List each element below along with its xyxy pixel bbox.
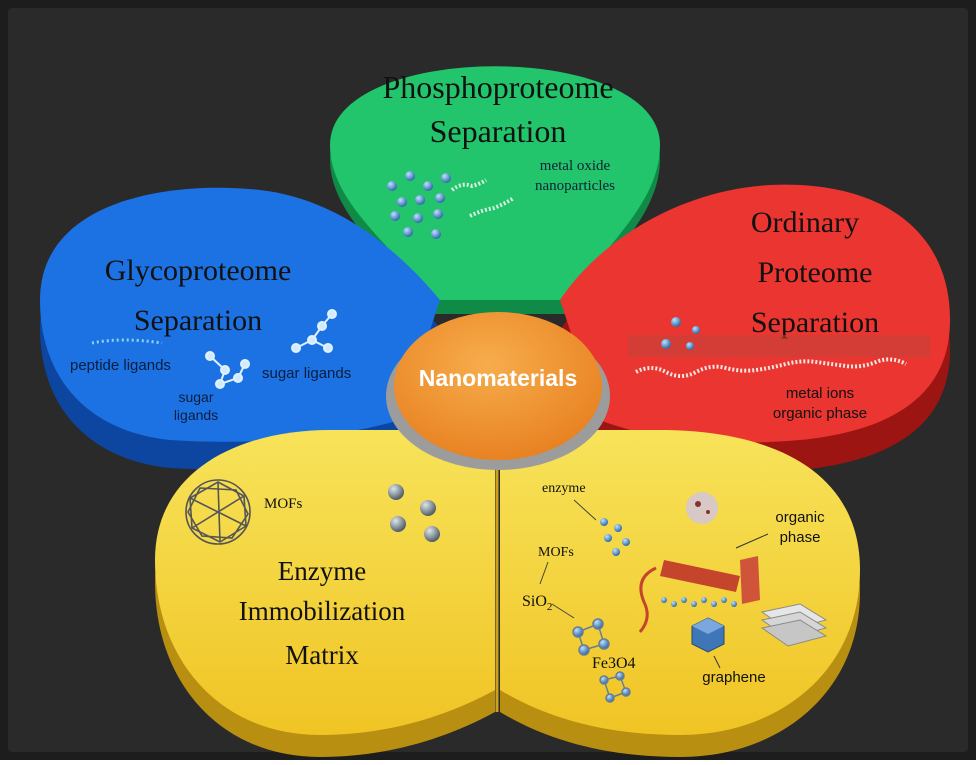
sio2-leader-line [551,603,575,619]
center-label: Nanomaterials [419,365,578,391]
glyco-peptide-label: peptide ligands [70,357,171,374]
graphene-polyhedron-icon [691,617,725,653]
phospho-note-line1: metal oxide [540,158,611,174]
ordinary-title-line1: Ordinary [751,206,859,239]
petal-phosphoproteome [330,66,660,314]
fe3o4-cluster-icon [599,671,631,703]
enzyme-mofs-label: MOFs [264,496,303,512]
petal-enzyme-immobilization [155,430,495,757]
phospho-title-line2: Separation [430,113,567,149]
materials-fe3o4-label: Fe3O4 [592,655,636,672]
glyco-title-line2: Separation [134,304,262,337]
glyco-sugar2-line2: ligands [174,407,218,423]
enzyme-title-line1: Enzyme [278,556,366,586]
organic-phase-band [628,335,930,357]
materials-graphene-label: graphene [702,669,765,686]
sugar-ligand-molecule-icon [205,351,250,389]
materials-organic-line1: organic [775,509,825,526]
graphene-leader-line [713,655,721,669]
materials-enzyme-label: enzyme [542,481,586,496]
enzyme-title-line2: Immobilization [239,596,406,626]
peptide-chain-icon-2 [469,196,516,218]
mofs-leader-line [539,561,549,585]
peptide-chain-icon [450,178,488,192]
organic-leader-line [735,533,769,549]
ordinary-note-line2: organic phase [773,405,867,422]
organic-phase-sphere-icon [686,492,718,524]
enzyme-dots-icon [600,518,630,556]
metal-oxide-nanoparticles-icon [387,171,451,239]
enzyme-leader-line [573,499,597,521]
glyco-title-line1: Glycoproteome [105,254,292,287]
ordinary-title-line3: Separation [751,306,879,339]
materials-mofs-label: MOFs [538,545,574,560]
sugar-ligand-molecule-icon-2 [291,309,337,353]
glyco-sugar-label: sugar ligands [262,365,351,382]
silica-cluster-icon [572,618,610,656]
nanoparticle-spheres-icon [388,484,440,542]
petal-glycoproteome [40,187,440,470]
phospho-title-line1: Phosphoproteome [382,69,613,105]
materials-organic-line2: phase [780,529,821,546]
graphene-stack-icon [760,603,828,647]
organic-tube-icon [638,556,760,633]
phospho-note-line2: nanoparticles [535,178,615,194]
glyco-sugar2-line1: sugar [178,389,213,405]
petal-nanomaterial-types [500,430,860,757]
ordinary-note-line1: metal ions [786,385,854,402]
center-disc: Nanomaterials [386,312,610,470]
ordinary-title-line2: Proteome [758,256,873,289]
metal-ions-icon [661,317,700,350]
materials-sio2-label: SiO2 [522,593,552,613]
enzyme-title-line3: Matrix [285,640,359,670]
peptide-ligand-chain-icon [91,338,163,345]
mof-cage-icon [185,479,251,545]
protein-chain-icon [635,357,907,378]
